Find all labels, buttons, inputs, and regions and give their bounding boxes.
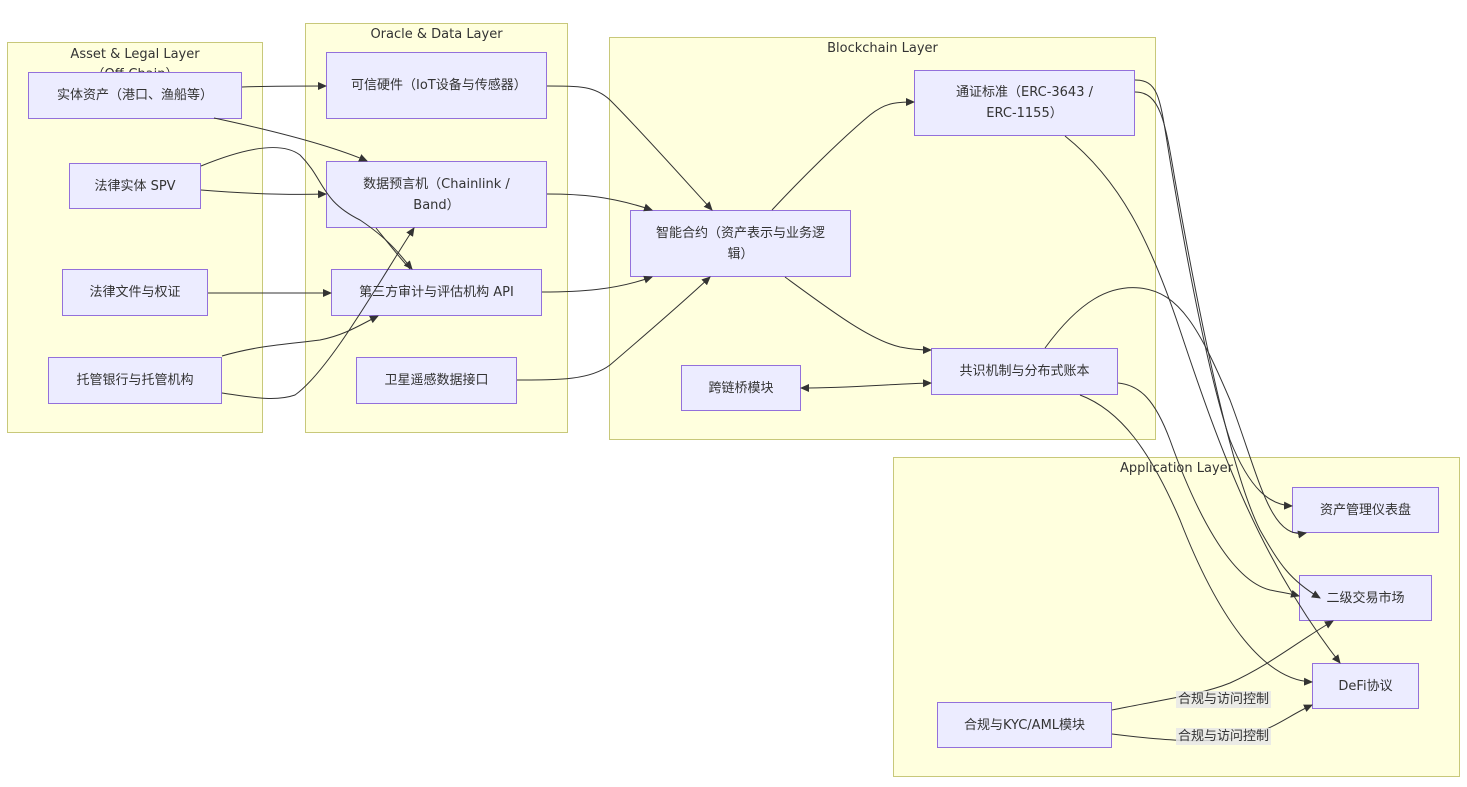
edge-token-to-dashboard (1134, 79, 1293, 510)
node-consensus-ledger-label: 共识机制与分布式账本 (959, 364, 1090, 379)
edge-label-kyc-defi: 合规与访问控制 (1176, 728, 1272, 745)
node-physical-assets-label: 实体资产（港口、渔船等） (56, 88, 213, 103)
node-trusted-hardware[interactable]: 可信硬件（IoT设备与传感器） (326, 52, 547, 119)
node-defi-protocol[interactable]: DeFi协议 (1312, 663, 1419, 709)
node-secondary-market-label: 二级交易市场 (1326, 590, 1405, 606)
node-trusted-hardware-label: 可信硬件（IoT设备与传感器） (351, 78, 527, 93)
application-layer-title: Application Layer (1119, 461, 1233, 476)
node-token-standard[interactable]: 通证标准（ERC-3643 / ERC-1155） (914, 70, 1135, 136)
blockchain-layer-title: Blockchain Layer (827, 41, 938, 56)
node-custody-label: 托管银行与托管机构 (76, 373, 194, 388)
node-satellite-data-label: 卫星遥感数据接口 (384, 373, 489, 388)
node-asset-dashboard[interactable]: 资产管理仪表盘 (1292, 487, 1439, 533)
node-secondary-market[interactable]: 二级交易市场 (1299, 575, 1432, 621)
node-defi-protocol-label: DeFi协议 (1338, 678, 1393, 694)
node-legal-documents-label: 法律文件与权证 (89, 285, 181, 300)
node-cross-chain-bridge[interactable]: 跨链桥模块 (681, 365, 801, 411)
node-legal-spv-label: 法律实体 SPV (94, 178, 176, 194)
node-data-oracle[interactable]: 数据预言机（Chainlink / Band） (326, 161, 547, 228)
node-smart-contract-label: 智能合约（资产表示与业务逻辑） (655, 225, 825, 262)
node-audit-api[interactable]: 第三方审计与评估机构 API (331, 269, 542, 316)
node-consensus-ledger[interactable]: 共识机制与分布式账本 (931, 348, 1118, 395)
node-smart-contract[interactable]: 智能合约（资产表示与业务逻辑） (630, 210, 851, 277)
node-custody[interactable]: 托管银行与托管机构 (48, 357, 222, 404)
edge-label-kyc-market: 合规与访问控制 (1176, 691, 1272, 708)
node-asset-dashboard-label: 资产管理仪表盘 (1319, 502, 1411, 518)
node-legal-spv[interactable]: 法律实体 SPV (69, 163, 201, 209)
node-physical-assets[interactable]: 实体资产（港口、渔船等） (28, 72, 242, 119)
node-legal-documents[interactable]: 法律文件与权证 (62, 269, 208, 316)
oracle-data-layer-title: Oracle & Data Layer (370, 27, 503, 42)
node-kyc-aml[interactable]: 合规与KYC/AML模块 (937, 702, 1112, 748)
node-token-standard-label: 通证标准（ERC-3643 / ERC-1155） (956, 85, 1093, 121)
node-satellite-data[interactable]: 卫星遥感数据接口 (356, 357, 517, 404)
node-cross-chain-bridge-label: 跨链桥模块 (708, 380, 774, 396)
node-audit-api-label: 第三方审计与评估机构 API (359, 285, 514, 300)
node-kyc-aml-label: 合规与KYC/AML模块 (963, 717, 1086, 733)
node-data-oracle-label: 数据预言机（Chainlink / Band） (363, 176, 510, 213)
